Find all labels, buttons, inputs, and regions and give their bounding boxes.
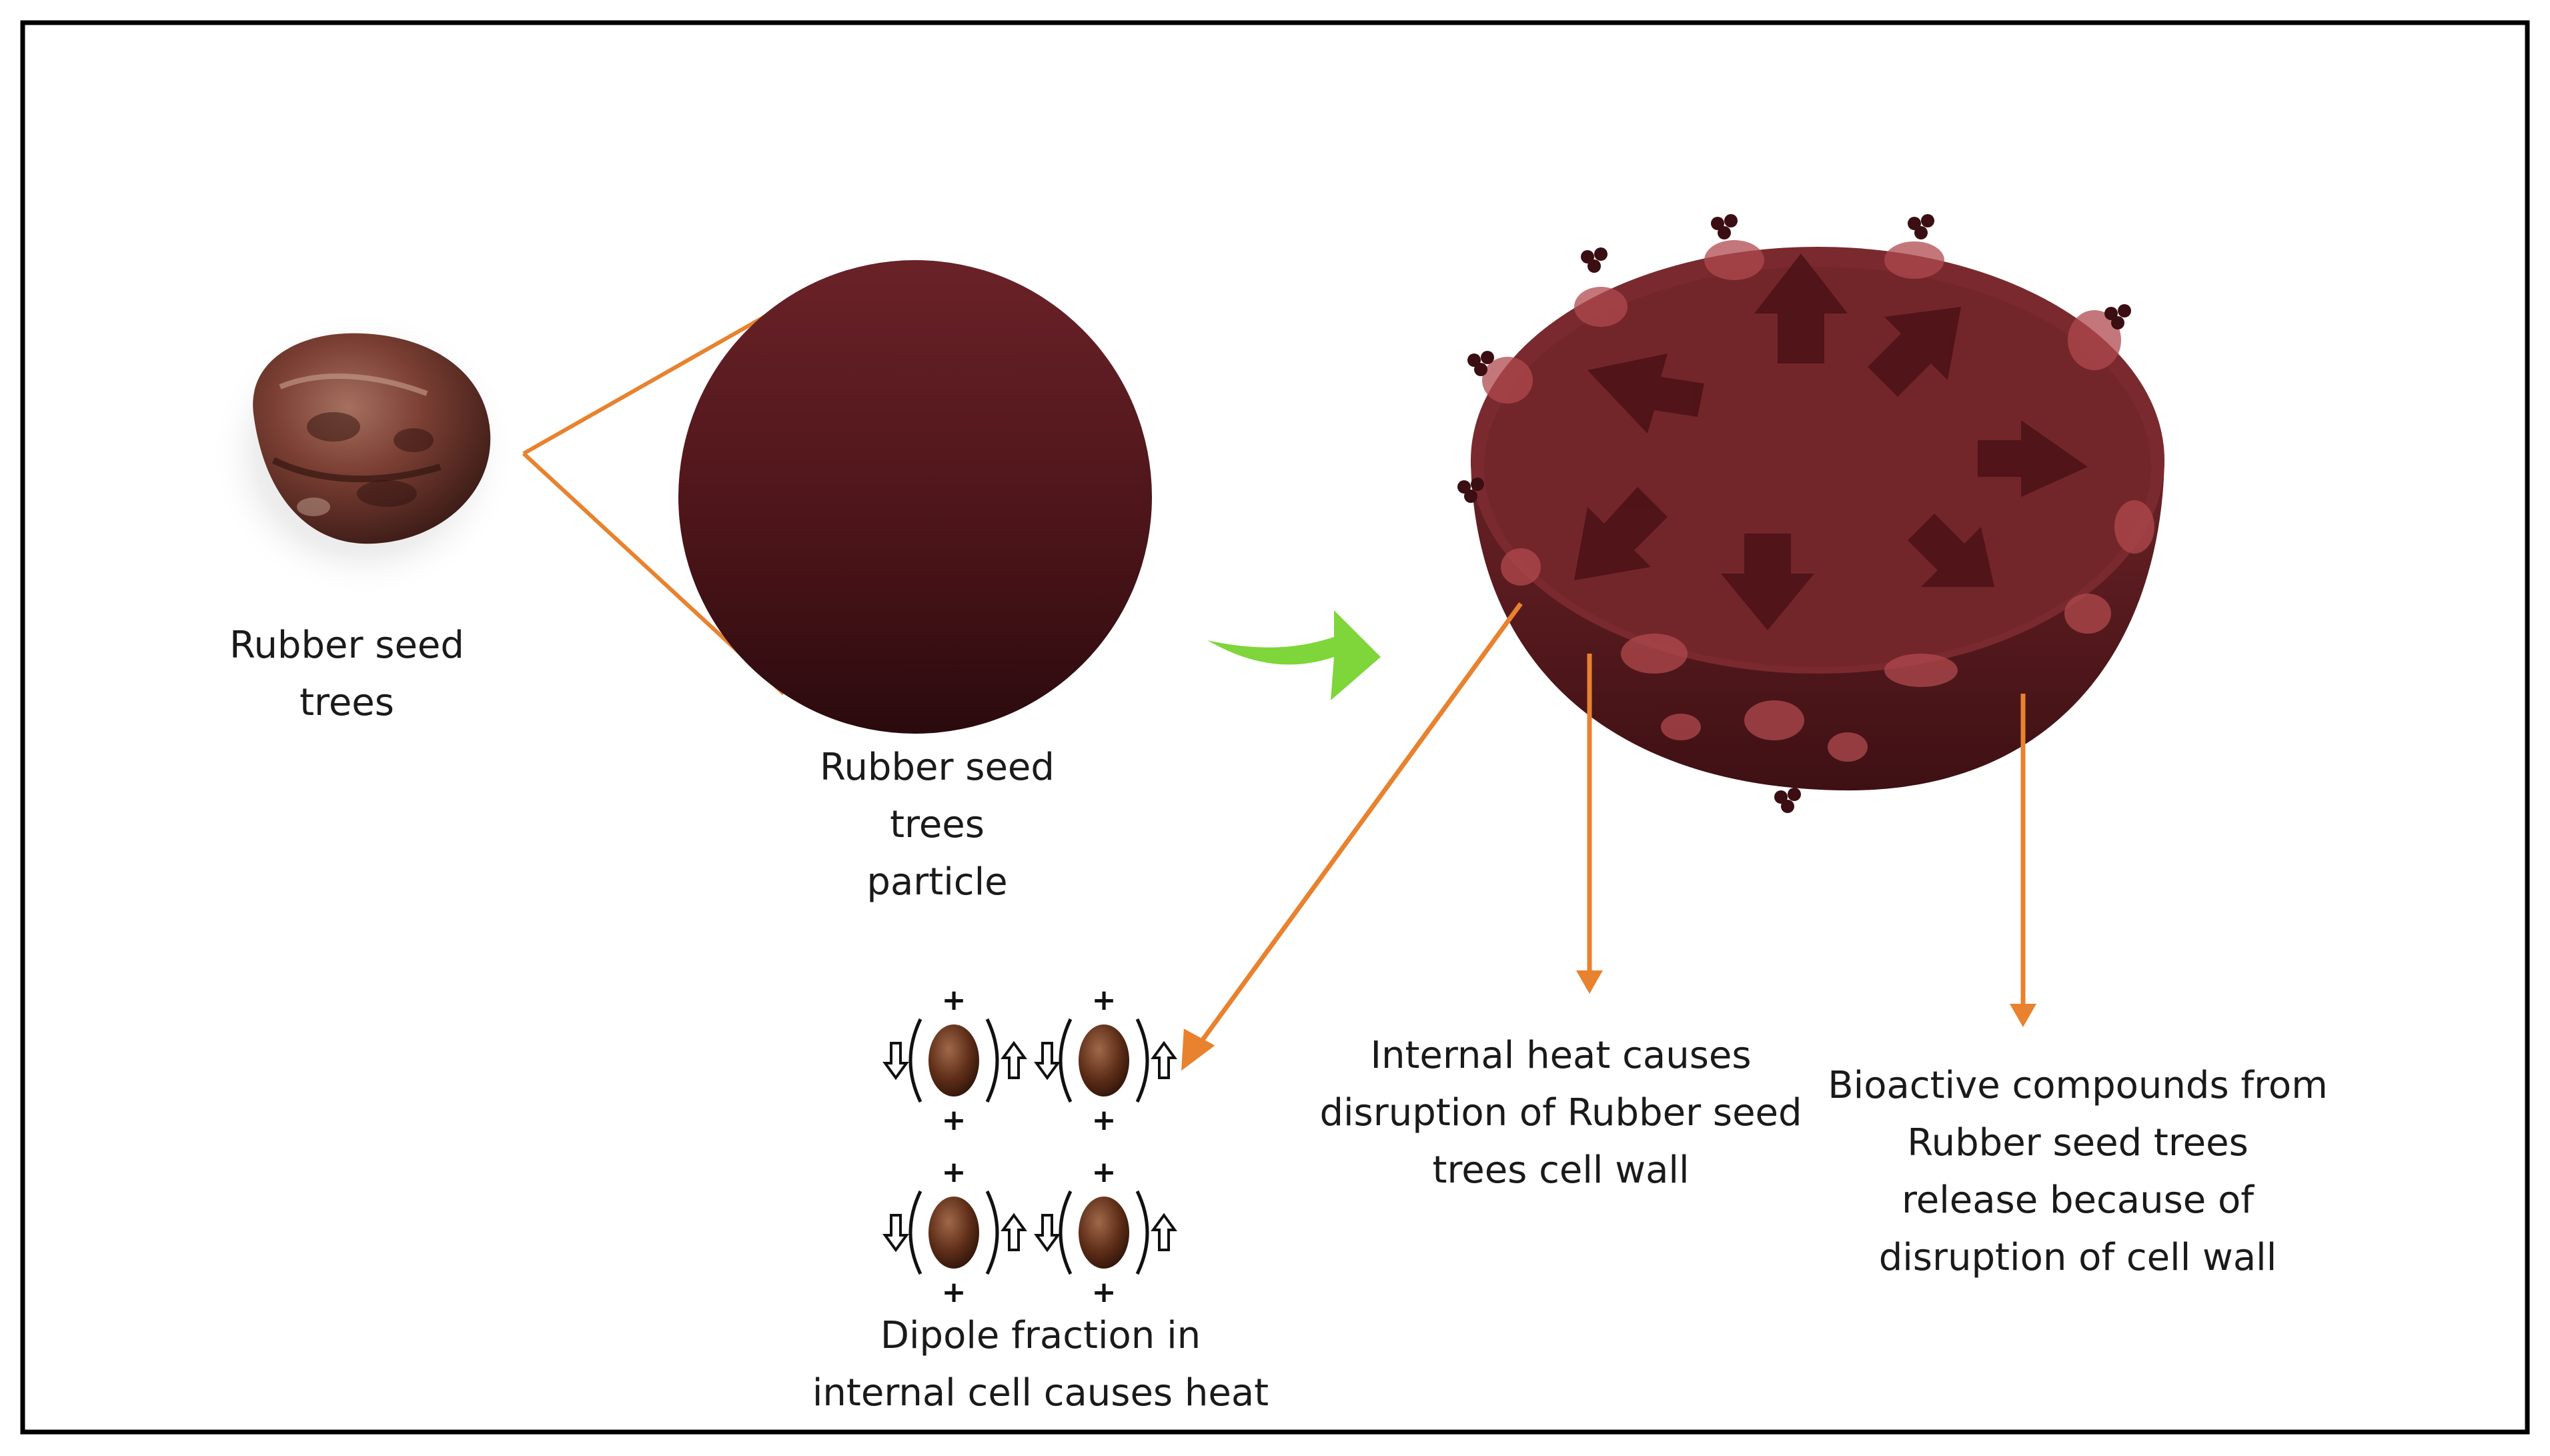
process-arrow — [1207, 610, 1381, 700]
figure-border — [20, 20, 2530, 1435]
release-arrow — [2010, 694, 2036, 1027]
heat-arrow — [1181, 602, 1523, 1071]
rubber-seed-photo — [210, 310, 517, 597]
disruption-arrow — [1576, 654, 1603, 994]
cracked-hemisphere — [1457, 214, 2164, 813]
particle-sphere — [678, 260, 1152, 734]
